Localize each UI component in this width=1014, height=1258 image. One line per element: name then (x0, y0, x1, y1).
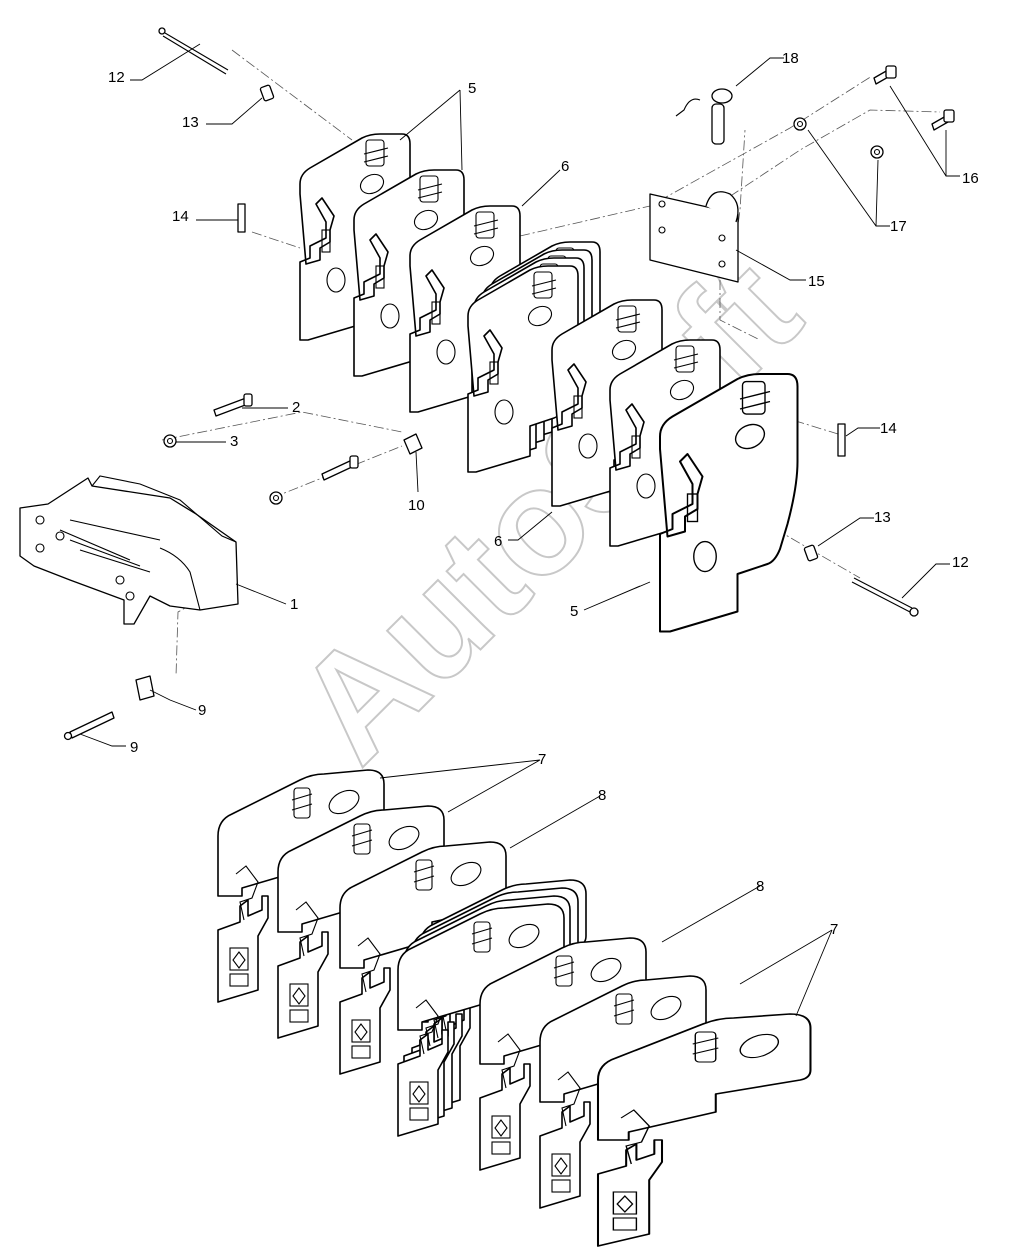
callout-14-right: 14 (880, 420, 897, 437)
callout-14-left: 14 (172, 208, 189, 225)
hardware (63, 27, 955, 741)
callout-15: 15 (808, 273, 825, 290)
callout-11: 10 (408, 497, 425, 514)
callout-18: 18 (782, 50, 799, 67)
callout-7-bottom: 7 (830, 921, 838, 938)
callout-10: 9 (198, 702, 206, 719)
callout-5-bottom: 5 (570, 603, 578, 620)
callout-5-top: 5 (468, 80, 476, 97)
callout-13-top: 13 (182, 114, 199, 131)
callout-6-bottom: 6 (494, 533, 502, 550)
callout-17: 17 (890, 218, 907, 235)
weight-carrier-bracket (19, 475, 239, 625)
callout-1: 1 (290, 596, 298, 613)
callout-8-bottom: 8 (756, 878, 764, 895)
callout-13-right: 13 (874, 509, 891, 526)
callout-16: 16 (962, 170, 979, 187)
leader-lines (79, 43, 960, 1017)
callout-8-top: 8 (598, 787, 606, 804)
callout-6-top: 6 (561, 158, 569, 175)
callout-12-top: 12 (108, 69, 125, 86)
lower-weight-stack (217, 769, 812, 1248)
callout-2: 2 (292, 399, 300, 416)
callout-12-right: 12 (952, 554, 969, 571)
callout-9: 9 (130, 739, 138, 756)
callout-7-top: 7 (538, 751, 546, 768)
callout-labels: 12 13 5 6 14 2 3 10 1 9 9 6 5 18 15 16 1… (108, 50, 979, 938)
callout-3: 3 (230, 433, 238, 450)
